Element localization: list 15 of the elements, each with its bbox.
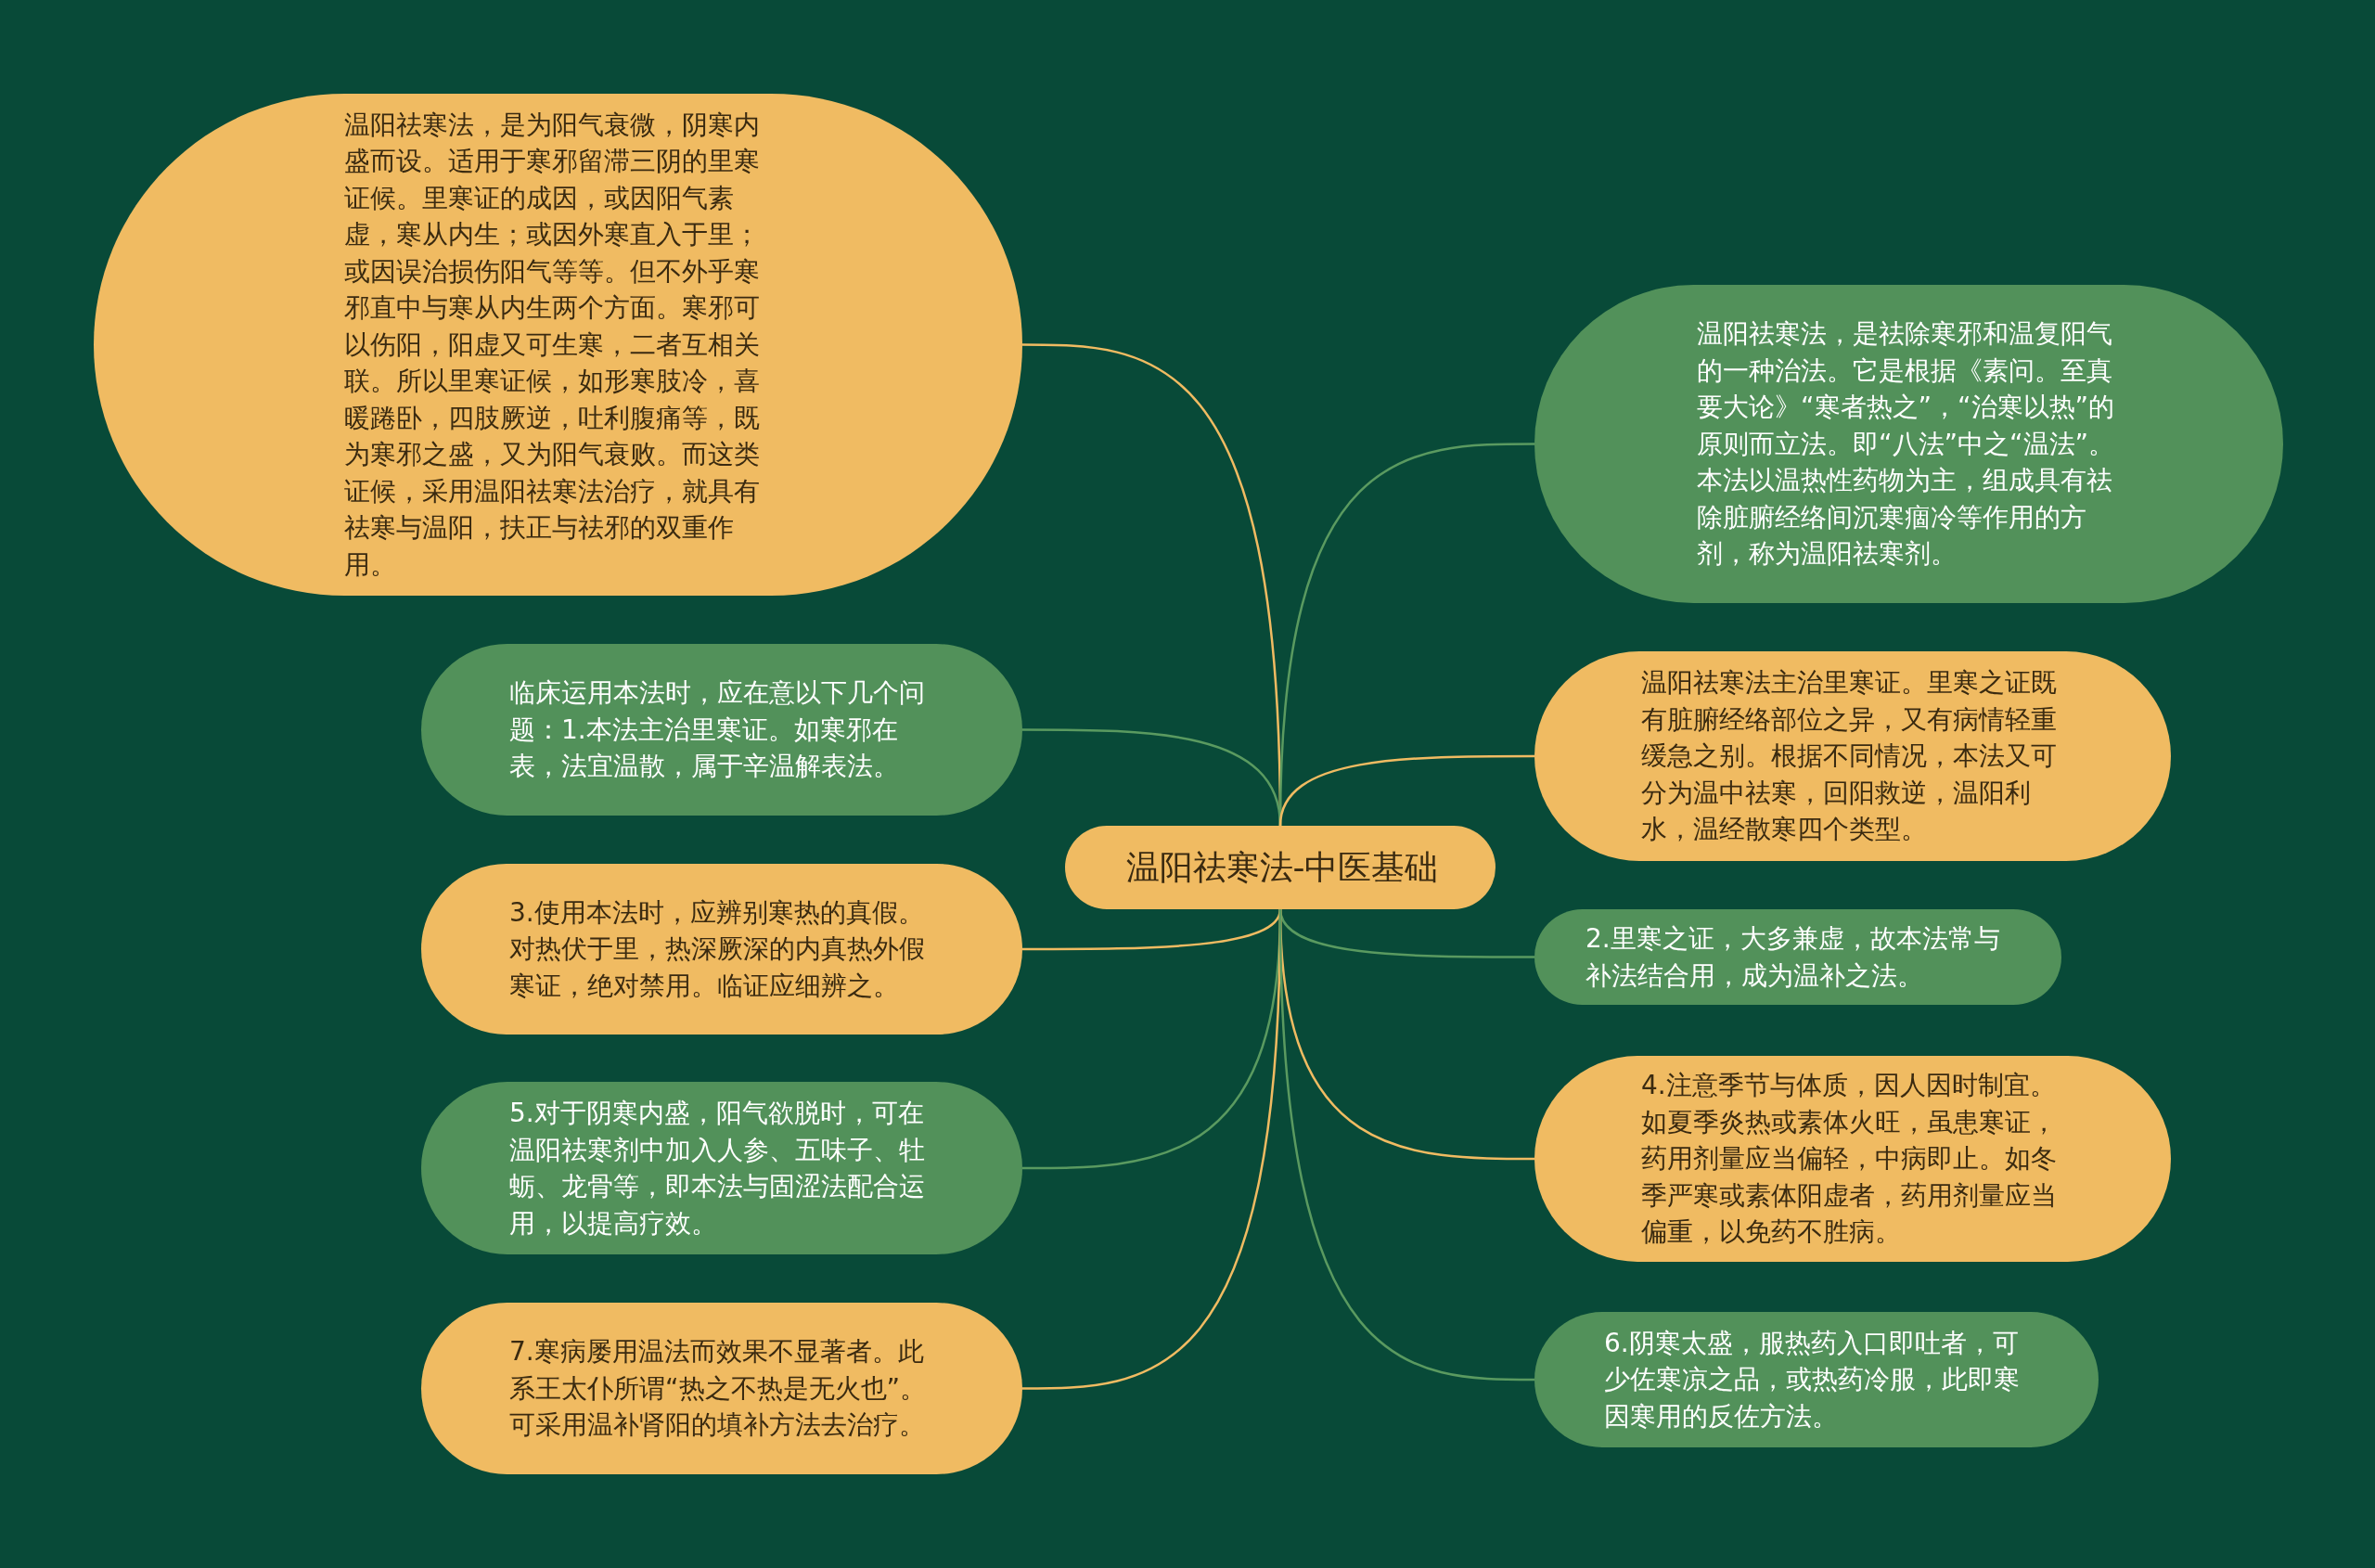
title-text: 温阳祛寒法-中医基础 bbox=[1124, 847, 1440, 888]
connector-line bbox=[1278, 754, 1534, 827]
topic-text: 温阳祛寒法，是为阳气衰微，阴寒内盛而设。适用于寒邪留滞三阴的里寒证候。里寒证的成因，或因阳气素虚，寒从内生；或因外寒直入于里；或因误治损伤阳气等等。但不外乎寒邪直中与寒从内生两个方面。寒邪可以伤阳，阳虚又可生寒，二者互相关联。所以里寒证候，如形寒肢冷，喜暖踡卧，四肢厥逆，吐利腹痛等，既为寒邪之盛，又为阳气衰败。而这类证候，采用温阳祛寒法治疗，就具有祛寒与温阳，扶正与祛邪的双重作用。 bbox=[344, 108, 761, 582]
connector-line bbox=[1278, 908, 1534, 958]
connector-line bbox=[1278, 908, 1534, 1382]
topic-text: 3.使用本法时，应辨别寒热的真假。对热伏于里，热深厥深的内真热外假寒证，绝对禁用。临证应细辨之。 bbox=[509, 895, 926, 1003]
topic-text: 7.寒病屡用温法而效果不显著者。此系王太仆所谓“热之不热是无火也”。可采用温补肾阳的填补方法去治疗。 bbox=[509, 1335, 927, 1443]
topic-text: 2.里寒之证，大多兼虚，故本法常与补法结合用，成为温补之法。 bbox=[1585, 922, 2001, 993]
topic-text: 4.注意季节与体质，因人因时制宜。如夏季炎热或素体火旺，虽患寒证，药用剂量应当偏轻，中病即止。如冬季严寒或素体阳虚者，药用剂量应当偏重，以免药不胜病。 bbox=[1641, 1069, 2058, 1250]
topic-text: 5.对于阴寒内盛，阳气欲脱时，可在温阳祛寒剂中加入人参、五味子、牡蛎、龙骨等，即本法与固涩法配合运用，以提高疗效。 bbox=[509, 1097, 926, 1240]
connector-line bbox=[1022, 908, 1282, 951]
topic-text: 临床运用本法时，应在意以下几个问题：1.本法主治里寒证。如寒邪在表，法宜温散，属于辛温解表法。 bbox=[509, 676, 926, 784]
topic-text: 温阳祛寒法主治里寒证。里寒之证既有脏腑经络部位之异，又有病情轻重缓急之别。根据不同情况，本法又可分为温中祛寒，回阳救逆，温阳利水，温经散寒四个类型。 bbox=[1641, 666, 2058, 847]
topic-text: 6.阴寒太盛，服热药入口即吐者，可少佐寒凉之品，或热药冷服，此即寒因寒用的反佐方法。 bbox=[1604, 1326, 2021, 1433]
topic-text: 温阳祛寒法，是祛除寒邪和温复阳气的一种治法。它是根据《素问。至真要大论》“寒者热之”，“治寒以热”的原则而立法。即“八法”中之“温法”。本法以温热性药物为主，组成具有祛除脏腑经络间沉寒痼冷等作用的方剂，称为温阳祛寒剂。 bbox=[1697, 317, 2116, 572]
